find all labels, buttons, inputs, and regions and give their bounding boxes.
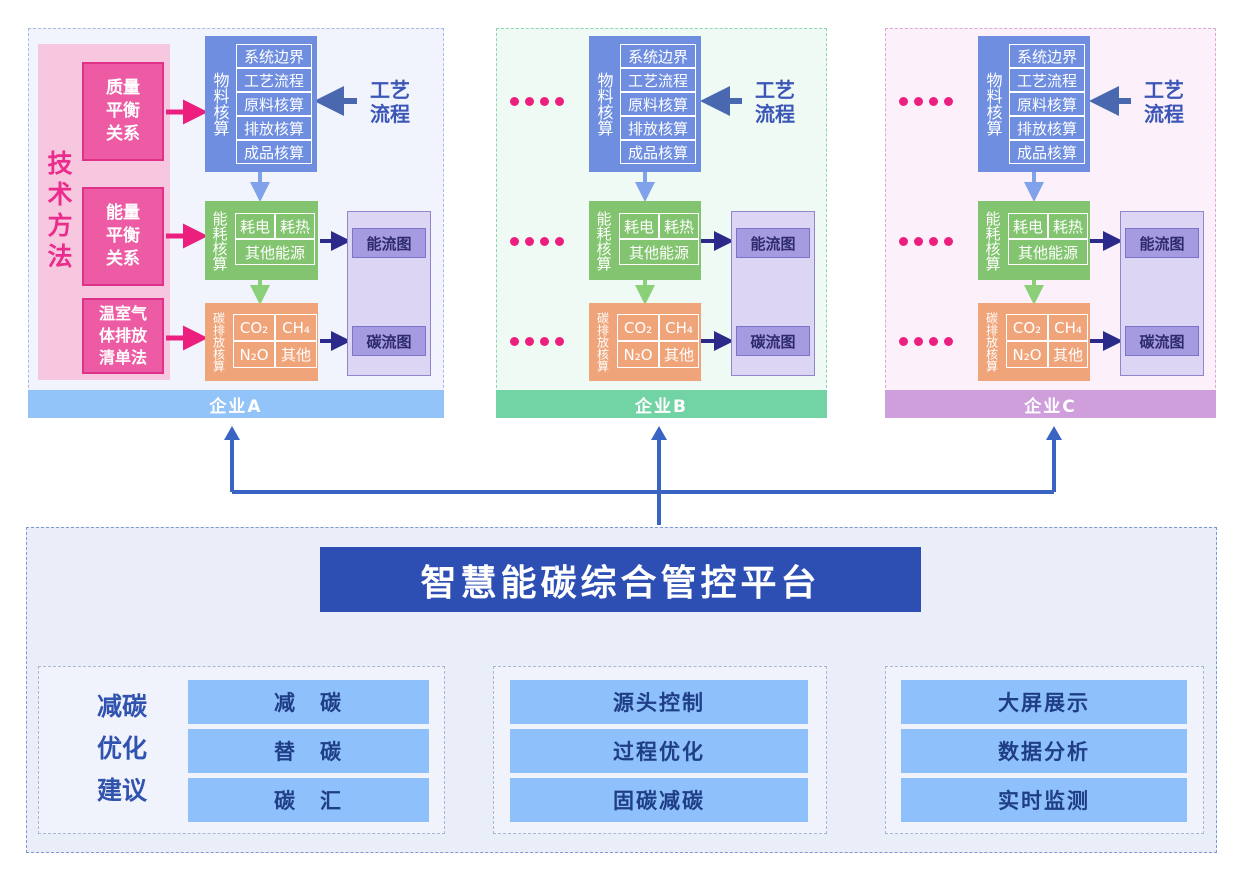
material-item: 成品核算	[236, 140, 312, 164]
mass-balance-box: 质量 平衡 关系	[82, 62, 164, 161]
carbon-flow-chart-b: 碳流图	[736, 326, 810, 356]
carbon-cell: CO₂	[617, 314, 659, 341]
suggestion-item: 碳 汇	[188, 778, 429, 822]
carbon-cell: N₂O	[233, 341, 275, 368]
material-item: 原料核算	[620, 92, 696, 116]
material-item: 工艺流程	[620, 68, 696, 92]
ellipsis-dots-c1	[899, 97, 953, 106]
process-flow-label-a: 工艺 流程	[370, 78, 410, 126]
material-item: 成品核算	[620, 140, 696, 164]
platform-to-enterprise-connector	[230, 436, 1056, 525]
method-title: 技术方法	[44, 150, 73, 274]
arrowhead-enterprise-c	[1046, 426, 1062, 440]
carbon-accounting-label: 碳排放核算	[595, 312, 610, 372]
process-flow-label-b: 工艺 流程	[755, 78, 795, 126]
arrowhead-enterprise-b	[651, 426, 667, 440]
material-item: 工艺流程	[1009, 68, 1085, 92]
material-item: 系统边界	[620, 44, 696, 68]
energy-accounting-b: 能耗核算 耗电 耗热 其他能源	[589, 201, 701, 280]
energy-cell: 耗电	[619, 213, 659, 239]
material-item: 工艺流程	[236, 68, 312, 92]
carbon-cell: N₂O	[617, 341, 659, 368]
arrowhead-enterprise-a	[224, 426, 240, 440]
carbon-flow-chart-c: 碳流图	[1125, 326, 1199, 356]
carbon-cell: CO₂	[1006, 314, 1048, 341]
energy-accounting-label: 能耗核算	[594, 210, 613, 271]
ellipsis-dots-b2	[510, 237, 564, 246]
display-item: 大屏展示	[901, 680, 1187, 724]
material-accounting-b: 物料核算 系统边界 工艺流程 原料核算 排放核算 成品核算	[589, 36, 701, 172]
display-item: 数据分析	[901, 729, 1187, 773]
ghg-inventory-box: 温室气 体排放 清单法	[82, 298, 164, 374]
carbon-cell: CH₄	[659, 314, 699, 341]
enterprise-a-label: 企业A	[28, 390, 444, 418]
energy-flow-chart-a: 能流图	[352, 228, 426, 258]
carbon-accounting-label: 碳排放核算	[984, 312, 999, 372]
carbon-accounting-b: 碳排放核算 CO₂ CH₄ N₂O 其他	[589, 303, 701, 381]
material-item: 原料核算	[236, 92, 312, 116]
energy-balance-box: 能量 平衡 关系	[82, 187, 164, 286]
carbon-accounting-c: 碳排放核算 CO₂ CH₄ N₂O 其他	[978, 303, 1090, 381]
ellipsis-dots-b3	[510, 337, 564, 346]
suggestion-item: 替 碳	[188, 729, 429, 773]
energy-accounting-label: 能耗核算	[983, 210, 1002, 271]
energy-cell: 耗电	[235, 213, 275, 239]
material-item: 成品核算	[1009, 140, 1085, 164]
display-item: 实时监测	[901, 778, 1187, 822]
energy-cell: 耗热	[659, 213, 699, 239]
carbon-accounting-label: 碳排放核算	[211, 312, 226, 372]
carbon-cell: 其他	[659, 341, 699, 368]
carbon-cell: N₂O	[1006, 341, 1048, 368]
energy-cell: 耗电	[1008, 213, 1048, 239]
energy-accounting-c: 能耗核算 耗电 耗热 其他能源	[978, 201, 1090, 280]
carbon-accounting-a: 碳排放核算 CO₂ CH₄ N₂O 其他	[205, 303, 318, 381]
ellipsis-dots-c2	[899, 237, 953, 246]
energy-accounting-label: 能耗核算	[210, 210, 229, 271]
material-item: 排放核算	[620, 116, 696, 140]
carbon-cell: CO₂	[233, 314, 275, 341]
energy-cell: 其他能源	[235, 239, 315, 265]
control-item: 固碳减碳	[510, 778, 808, 822]
energy-accounting-a: 能耗核算 耗电 耗热 其他能源	[205, 201, 318, 280]
ellipsis-dots-b1	[510, 97, 564, 106]
carbon-cell: 其他	[1048, 341, 1088, 368]
energy-flow-chart-c: 能流图	[1125, 228, 1199, 258]
material-accounting-label: 物料核算	[210, 72, 230, 136]
material-item: 排放核算	[236, 116, 312, 140]
enterprise-b-label: 企业B	[496, 390, 827, 418]
enterprise-c-label: 企业C	[885, 390, 1216, 418]
carbon-flow-chart-a: 碳流图	[352, 326, 426, 356]
control-item: 过程优化	[510, 729, 808, 773]
material-item: 系统边界	[1009, 44, 1085, 68]
control-item: 源头控制	[510, 680, 808, 724]
carbon-cell: 其他	[275, 341, 317, 368]
material-item: 排放核算	[1009, 116, 1085, 140]
suggestion-item: 减 碳	[188, 680, 429, 724]
material-accounting-a: 物料核算 系统边界 工艺流程 原料核算 排放核算 成品核算	[205, 36, 317, 172]
platform-title: 智慧能碳综合管控平台	[320, 547, 921, 612]
suggestions-title: 减碳 优化 建议	[96, 692, 147, 805]
material-item: 系统边界	[236, 44, 312, 68]
energy-cell: 耗热	[275, 213, 315, 239]
carbon-cell: CH₄	[275, 314, 317, 341]
material-accounting-label: 物料核算	[594, 72, 614, 136]
carbon-cell: CH₄	[1048, 314, 1088, 341]
energy-cell: 其他能源	[619, 239, 699, 265]
material-accounting-label: 物料核算	[983, 72, 1003, 136]
material-accounting-c: 物料核算 系统边界 工艺流程 原料核算 排放核算 成品核算	[978, 36, 1090, 172]
process-flow-label-c: 工艺 流程	[1144, 78, 1184, 126]
energy-cell: 其他能源	[1008, 239, 1088, 265]
energy-flow-chart-b: 能流图	[736, 228, 810, 258]
ellipsis-dots-c3	[899, 337, 953, 346]
material-item: 原料核算	[1009, 92, 1085, 116]
energy-cell: 耗热	[1048, 213, 1088, 239]
